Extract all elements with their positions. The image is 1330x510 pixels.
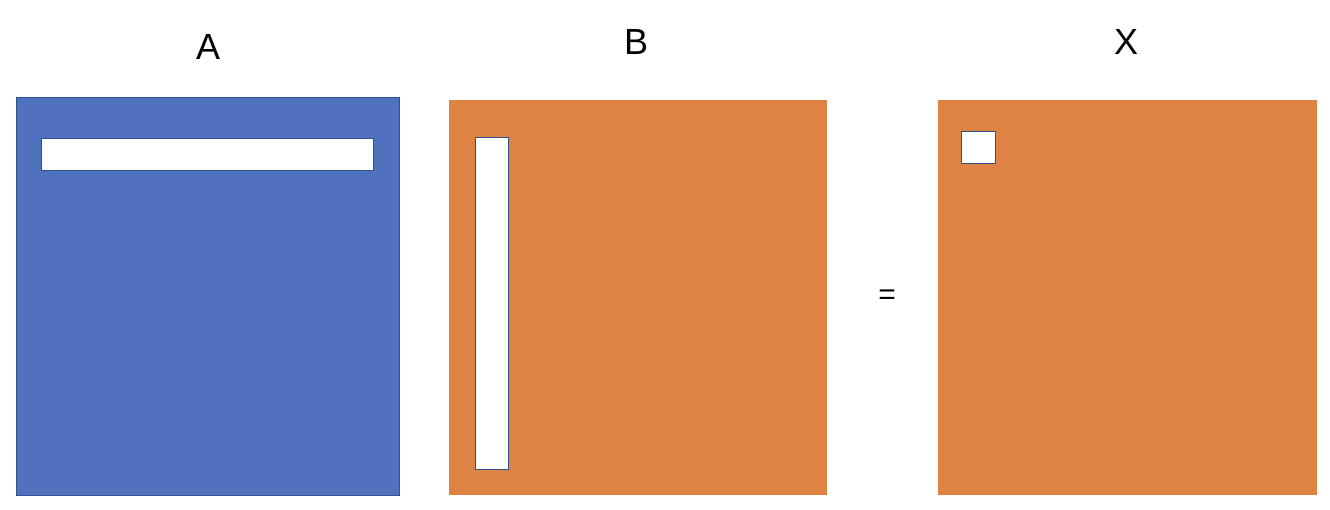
matrix-a	[16, 97, 400, 496]
matrix-b-column-highlight	[475, 137, 509, 470]
matrix-a-label: A	[195, 26, 221, 67]
matrix-b	[449, 100, 827, 495]
equals-sign: =	[878, 278, 896, 311]
matrix-a-row-highlight	[41, 138, 374, 171]
matrix-b-label: B	[623, 21, 649, 62]
matrix-x-cell-highlight	[961, 131, 996, 164]
matrix-x-label: X	[1113, 21, 1139, 62]
matrix-x	[938, 100, 1317, 495]
